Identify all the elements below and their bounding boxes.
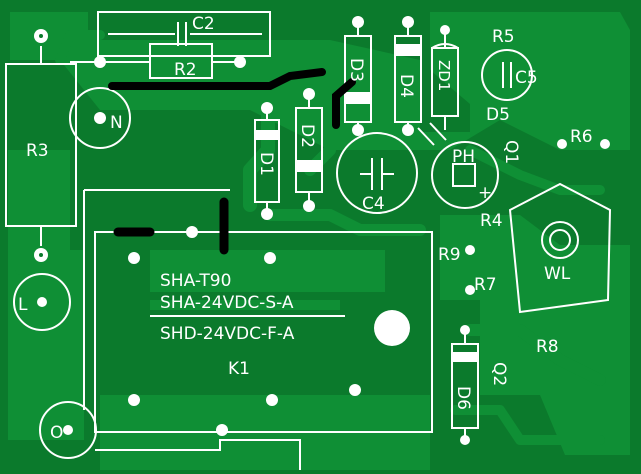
label-q2: Q2 bbox=[489, 362, 509, 386]
copper-pour-top-left bbox=[10, 12, 630, 150]
photo-sensor-ph bbox=[417, 122, 499, 209]
pad bbox=[440, 25, 450, 35]
trace-8 bbox=[55, 30, 105, 65]
diode-d2 bbox=[295, 94, 323, 206]
pads-layer bbox=[34, 16, 610, 445]
trace-7 bbox=[15, 145, 45, 275]
label-relay-line3: SHD-24VDC-F-A bbox=[160, 324, 295, 344]
label-r9: R9 bbox=[438, 245, 461, 265]
label-d1: D1 bbox=[256, 152, 276, 176]
pad bbox=[261, 102, 273, 114]
terminal-ring-l bbox=[13, 273, 71, 331]
label-c2: C2 bbox=[192, 14, 215, 34]
trace-5 bbox=[464, 324, 606, 386]
pad bbox=[216, 424, 228, 436]
pad bbox=[261, 208, 273, 220]
label-r3: R3 bbox=[26, 141, 49, 161]
label-d6: D6 bbox=[453, 386, 473, 410]
diode-d3 bbox=[344, 22, 372, 130]
jumper-wire-d3 bbox=[332, 78, 356, 129]
label-d3: D3 bbox=[346, 58, 366, 82]
pad bbox=[460, 435, 470, 445]
terminal-ring-o bbox=[39, 401, 97, 459]
label-d2: D2 bbox=[297, 124, 317, 148]
label-zd1: ZD1 bbox=[435, 60, 453, 91]
copper-layer bbox=[8, 12, 630, 470]
pad bbox=[402, 16, 414, 28]
pad bbox=[465, 245, 475, 255]
pad bbox=[34, 29, 48, 43]
pad bbox=[266, 394, 278, 406]
label-ph: PH bbox=[452, 147, 475, 167]
capacitor-c2 bbox=[97, 11, 271, 57]
label-relay-line1: SHA-T90 bbox=[160, 271, 231, 291]
pad bbox=[186, 226, 198, 238]
label-r6: R6 bbox=[570, 127, 593, 147]
pad bbox=[557, 139, 567, 149]
label-plus-pin: + bbox=[478, 183, 492, 203]
pad bbox=[94, 56, 106, 68]
pad bbox=[402, 124, 414, 136]
label-c4: C4 bbox=[362, 194, 385, 214]
jumpers-layer bbox=[108, 68, 356, 255]
label-n: N bbox=[110, 113, 123, 133]
capacitor-c4 bbox=[336, 132, 418, 214]
pad bbox=[264, 252, 276, 264]
diode-d6 bbox=[451, 330, 479, 440]
label-k1: K1 bbox=[228, 359, 250, 379]
resistor-r3 bbox=[5, 46, 77, 246]
label-d5: D5 bbox=[486, 105, 510, 125]
pad bbox=[37, 297, 47, 307]
label-relay-line2: SHA-24VDC-S-A bbox=[160, 293, 294, 313]
pad bbox=[63, 425, 73, 435]
labels-layer: C2 R2 R3 D3 D4 ZD1 R5 C5 D5 R6 D1 D2 C4 … bbox=[18, 14, 593, 443]
label-r5: R5 bbox=[492, 27, 515, 47]
relay-k1 bbox=[83, 189, 433, 470]
pad bbox=[349, 384, 361, 396]
silkscreen-layer bbox=[5, 11, 612, 470]
label-r8: R8 bbox=[536, 337, 559, 357]
label-d4: D4 bbox=[396, 74, 416, 98]
terminal-ring-n bbox=[69, 87, 131, 149]
pad bbox=[303, 200, 315, 212]
pad bbox=[234, 56, 246, 68]
label-c5: C5 bbox=[515, 68, 538, 88]
pad bbox=[128, 252, 140, 264]
pad bbox=[465, 285, 475, 295]
potentiometer-wl bbox=[508, 182, 612, 314]
jumper-wire-top bbox=[108, 68, 326, 90]
capacitor-c5 bbox=[481, 49, 533, 101]
copper-pour-mid bbox=[150, 300, 340, 310]
copper-pour-relay-center bbox=[150, 250, 385, 292]
label-o: O bbox=[50, 423, 63, 443]
pad bbox=[352, 124, 364, 136]
pad bbox=[128, 394, 140, 406]
pad bbox=[600, 139, 610, 149]
label-wl: WL bbox=[544, 264, 571, 284]
pad bbox=[94, 112, 106, 124]
mounting-hole bbox=[374, 310, 410, 346]
label-q1: Q1 bbox=[501, 140, 521, 164]
pad bbox=[460, 325, 470, 335]
trace-3 bbox=[264, 209, 426, 236]
pad bbox=[34, 248, 48, 262]
label-l: L bbox=[18, 295, 28, 315]
pad bbox=[303, 88, 315, 100]
pad bbox=[352, 16, 364, 28]
label-r4: R4 bbox=[480, 211, 503, 231]
label-r2: R2 bbox=[174, 60, 197, 80]
label-r7: R7 bbox=[474, 275, 497, 295]
